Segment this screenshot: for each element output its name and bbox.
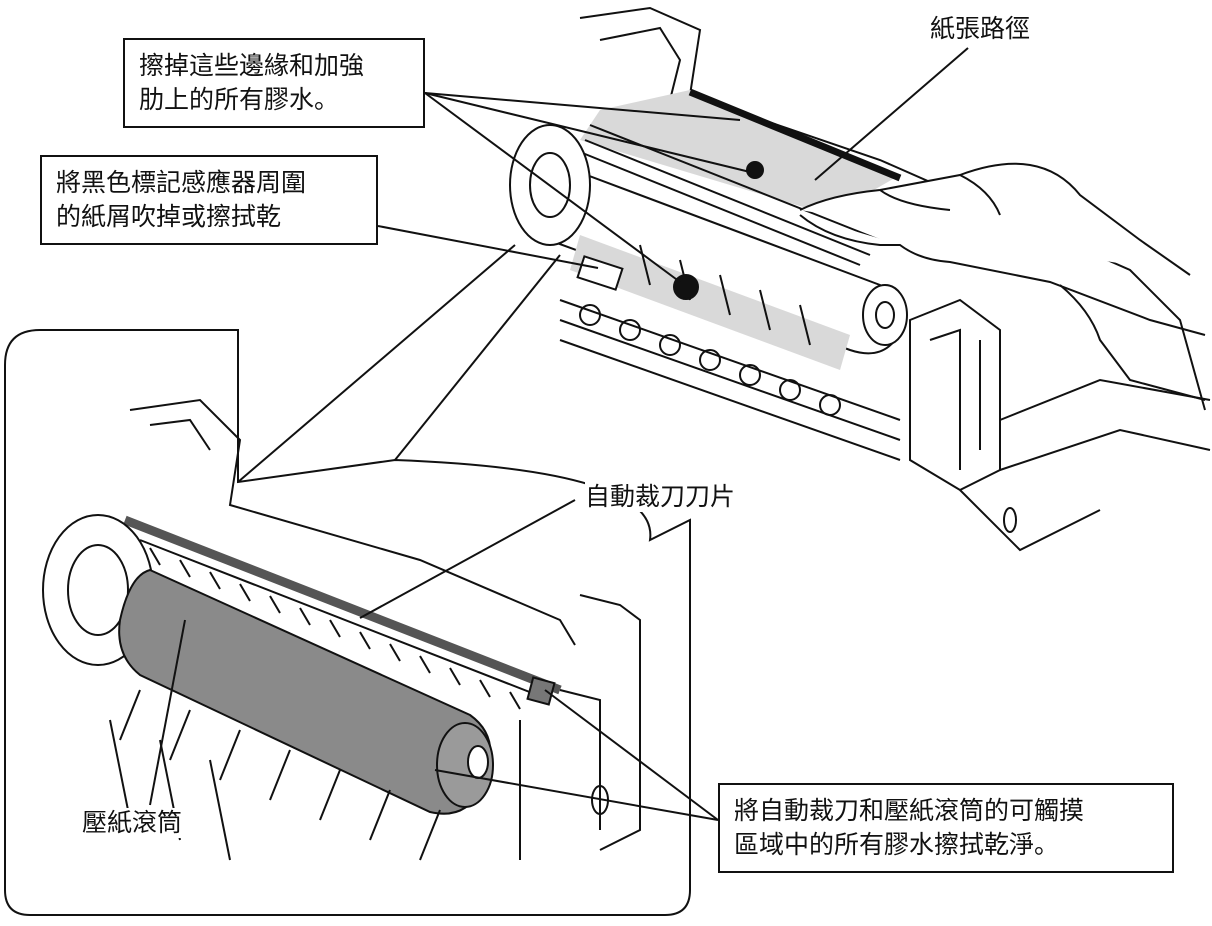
upper-mechanism bbox=[509, 6, 1211, 552]
callout-wipe-glue: 擦掉這些邊緣和加強 肋上的所有膠水。 bbox=[123, 38, 425, 128]
leader-cutter-blade bbox=[359, 499, 576, 619]
label-platen-roller: 壓紙滾筒 bbox=[82, 808, 183, 838]
inset-leader-left bbox=[237, 244, 516, 483]
gear-row-upper bbox=[579, 304, 841, 416]
callout-sensor-line2: 的紙屑吹掉或擦拭乾 bbox=[56, 202, 282, 231]
paper-path-shade bbox=[580, 90, 900, 215]
upper-roller-end bbox=[862, 284, 908, 346]
leader-cutter-roller-1 bbox=[544, 689, 719, 821]
glue-dot-upper bbox=[746, 161, 764, 179]
callout-wipe-glue-line1: 擦掉這些邊緣和加強 bbox=[139, 51, 365, 80]
leader-sensor bbox=[377, 225, 599, 269]
leader-platen-roller bbox=[149, 619, 186, 806]
hand bbox=[799, 162, 1206, 336]
guide-bar bbox=[688, 88, 902, 182]
callout-sensor-line1: 將黑色標記感應器周圍 bbox=[56, 168, 307, 197]
leader-paper-path bbox=[814, 47, 969, 181]
lower-guide-bar bbox=[123, 515, 562, 695]
inset-frame bbox=[4, 329, 691, 916]
sensor-block bbox=[576, 255, 624, 291]
callout-wipe-glue-line2: 肋上的所有膠水。 bbox=[139, 85, 340, 114]
cutter-block bbox=[526, 676, 556, 706]
leader-wipe-glue-1 bbox=[424, 92, 741, 121]
sensor-area-shade bbox=[570, 235, 850, 370]
top-cover-inner bbox=[599, 26, 682, 101]
leader-lines bbox=[149, 47, 969, 821]
right-frame bbox=[909, 298, 1001, 492]
callout-cutter-roller-line1: 將自動裁刀和壓紙滾筒的可觸摸 bbox=[734, 796, 1085, 825]
callout-sensor: 將黑色標記感應器周圍 的紙屑吹掉或擦拭乾 bbox=[40, 155, 378, 245]
leader-cutter-roller-2 bbox=[434, 769, 719, 821]
inset-leader-right bbox=[394, 254, 561, 461]
platen-roller-end bbox=[436, 722, 494, 808]
sensor-dot bbox=[673, 274, 699, 300]
leader-wipe-glue-3 bbox=[424, 92, 681, 283]
leader-wipe-glue-2 bbox=[424, 92, 751, 173]
callout-cutter-roller-line2: 區域中的所有膠水擦拭乾淨。 bbox=[734, 830, 1060, 859]
label-cutter-blade: 自動裁刀刀片 bbox=[585, 482, 736, 512]
callout-cutter-roller: 將自動裁刀和壓紙滾筒的可觸摸 區域中的所有膠水擦拭乾淨。 bbox=[718, 783, 1174, 873]
label-paper-path: 紙張路徑 bbox=[930, 14, 1031, 44]
